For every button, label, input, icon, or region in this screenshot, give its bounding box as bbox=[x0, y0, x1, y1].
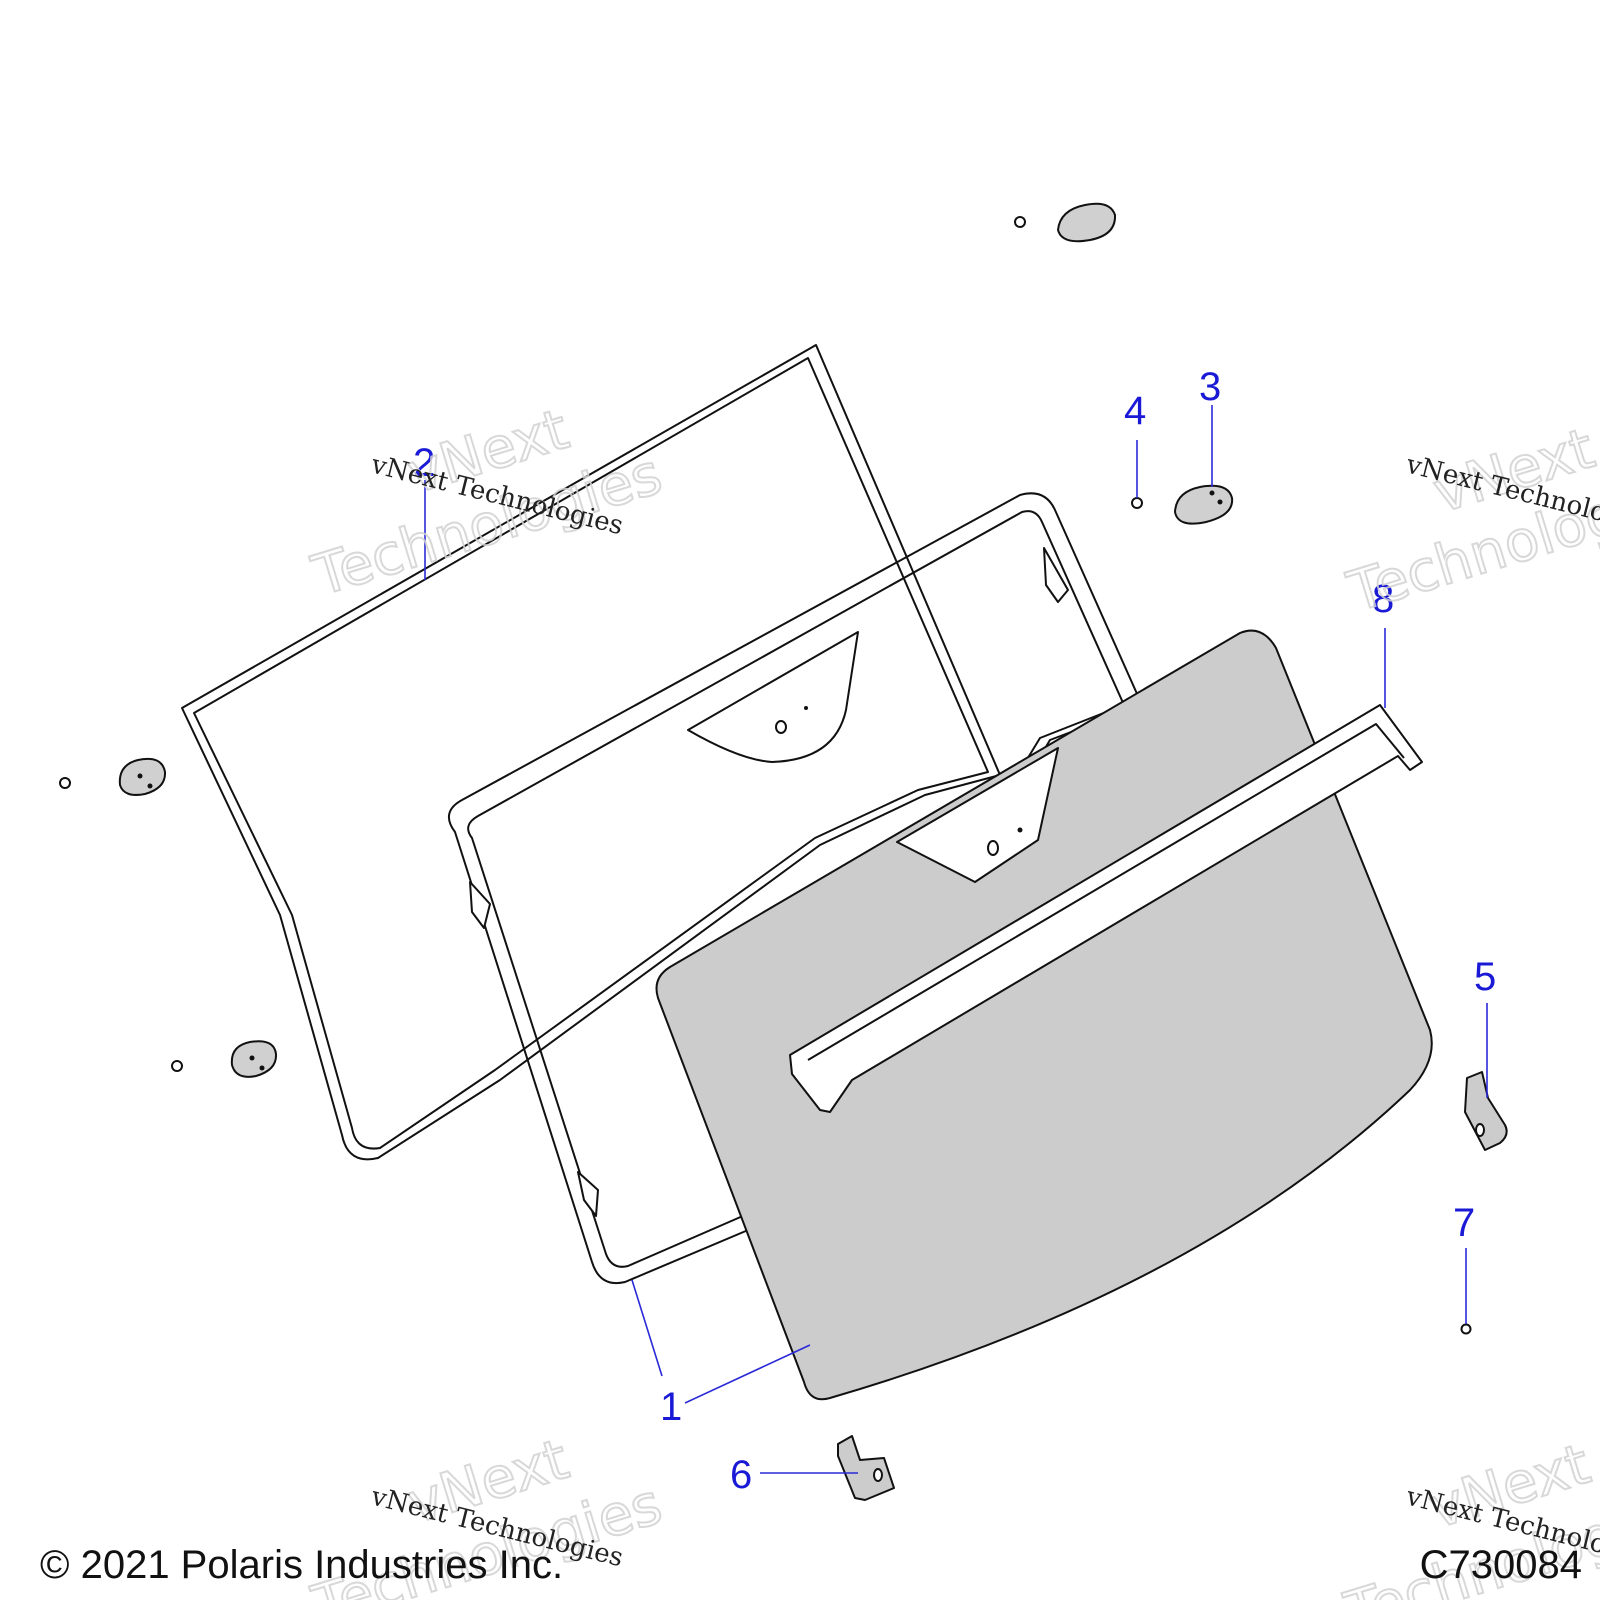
copyright-text: © 2021 Polaris Industries Inc. bbox=[40, 1543, 563, 1587]
part-5-clip bbox=[1464, 1071, 1508, 1151]
callout-2: 2 bbox=[413, 441, 435, 485]
leader-lines bbox=[424, 405, 1488, 1474]
callout-5: 5 bbox=[1474, 955, 1496, 999]
callout-4: 4 bbox=[1124, 389, 1146, 433]
part-6-clip bbox=[837, 1435, 895, 1501]
part-1-inner-frame bbox=[447, 492, 1143, 1284]
callout-6: 6 bbox=[730, 1453, 752, 1497]
hardware-left-upper bbox=[59, 757, 167, 796]
figure-code: C730084 bbox=[1420, 1543, 1582, 1587]
callouts: 1 2 3 4 5 6 7 8 bbox=[413, 365, 1496, 1497]
part-8-trim-strip bbox=[789, 704, 1423, 1113]
part-7-nut bbox=[1460, 1323, 1472, 1335]
callout-3: 3 bbox=[1199, 365, 1221, 409]
callout-8: 8 bbox=[1372, 577, 1394, 621]
hardware-left-lower bbox=[171, 1040, 278, 1078]
part-3-grommet bbox=[1174, 484, 1234, 525]
callout-1: 1 bbox=[660, 1385, 682, 1429]
part-2-seal-frame bbox=[181, 344, 1001, 1161]
callout-7: 7 bbox=[1453, 1201, 1475, 1245]
part-4-nut bbox=[1131, 497, 1143, 509]
hardware-top-right bbox=[1014, 202, 1117, 243]
